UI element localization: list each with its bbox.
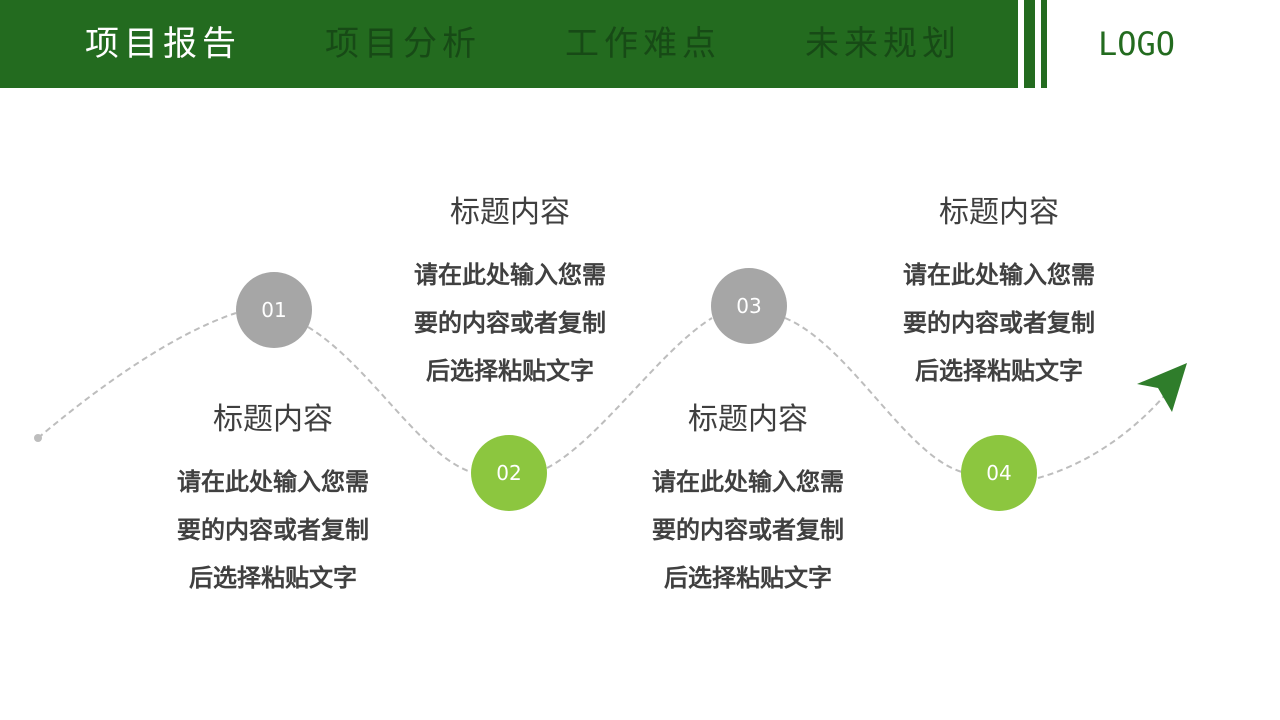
logo: LOGO <box>1098 25 1176 63</box>
step-text-line: 后选择粘贴文字 <box>915 357 1083 385</box>
arrow-icon <box>1137 363 1187 412</box>
path-segment <box>1037 394 1166 479</box>
path-segment <box>546 317 713 469</box>
step-text-line: 要的内容或者复制 <box>177 516 369 544</box>
step-title: 标题内容 <box>688 402 808 437</box>
step-text-line: 后选择粘贴文字 <box>426 357 594 385</box>
step-text-line: 要的内容或者复制 <box>903 309 1095 337</box>
step-block-04: 标题内容 请在此处输入您需 要的内容或者复制 后选择粘贴文字 <box>879 191 1119 395</box>
step-block-02: 标题内容 请在此处输入您需 要的内容或者复制 后选择粘贴文字 <box>390 191 630 395</box>
step-block-01: 标题内容 请在此处输入您需 要的内容或者复制 后选择粘贴文字 <box>153 398 393 602</box>
step-text-line: 请在此处输入您需 <box>652 468 844 496</box>
header-bar <box>0 0 1018 88</box>
path-segment <box>784 317 963 473</box>
step-text-line: 要的内容或者复制 <box>652 516 844 544</box>
header-stripe <box>1041 0 1047 88</box>
step-circle-01: 01 <box>236 272 312 348</box>
step-text-line: 后选择粘贴文字 <box>189 564 357 592</box>
step-text-line: 请在此处输入您需 <box>414 261 606 289</box>
nav-item-future-plan[interactable]: 未来规划 <box>805 24 961 64</box>
nav-item-work-difficulties[interactable]: 工作难点 <box>565 24 721 64</box>
step-text-line: 后选择粘贴文字 <box>664 564 832 592</box>
nav-item-project-analysis[interactable]: 项目分析 <box>325 24 481 64</box>
step-circle-04: 04 <box>961 435 1037 511</box>
step-circle-03: 03 <box>711 268 787 344</box>
step-description: 请在此处输入您需 要的内容或者复制 后选择粘贴文字 <box>628 458 868 602</box>
step-description: 请在此处输入您需 要的内容或者复制 后选择粘贴文字 <box>879 251 1119 395</box>
step-title: 标题内容 <box>939 195 1059 230</box>
step-text-line: 请在此处输入您需 <box>177 468 369 496</box>
nav-item-project-report[interactable]: 项目报告 <box>85 24 241 64</box>
step-circle-02: 02 <box>471 435 547 511</box>
step-text-line: 请在此处输入您需 <box>903 261 1095 289</box>
step-description: 请在此处输入您需 要的内容或者复制 后选择粘贴文字 <box>153 458 393 602</box>
step-text-line: 要的内容或者复制 <box>414 309 606 337</box>
header-stripe <box>1024 0 1035 88</box>
step-block-03: 标题内容 请在此处输入您需 要的内容或者复制 后选择粘贴文字 <box>628 398 868 602</box>
step-title: 标题内容 <box>213 402 333 437</box>
step-title: 标题内容 <box>450 195 570 230</box>
step-description: 请在此处输入您需 要的内容或者复制 后选择粘贴文字 <box>390 251 630 395</box>
